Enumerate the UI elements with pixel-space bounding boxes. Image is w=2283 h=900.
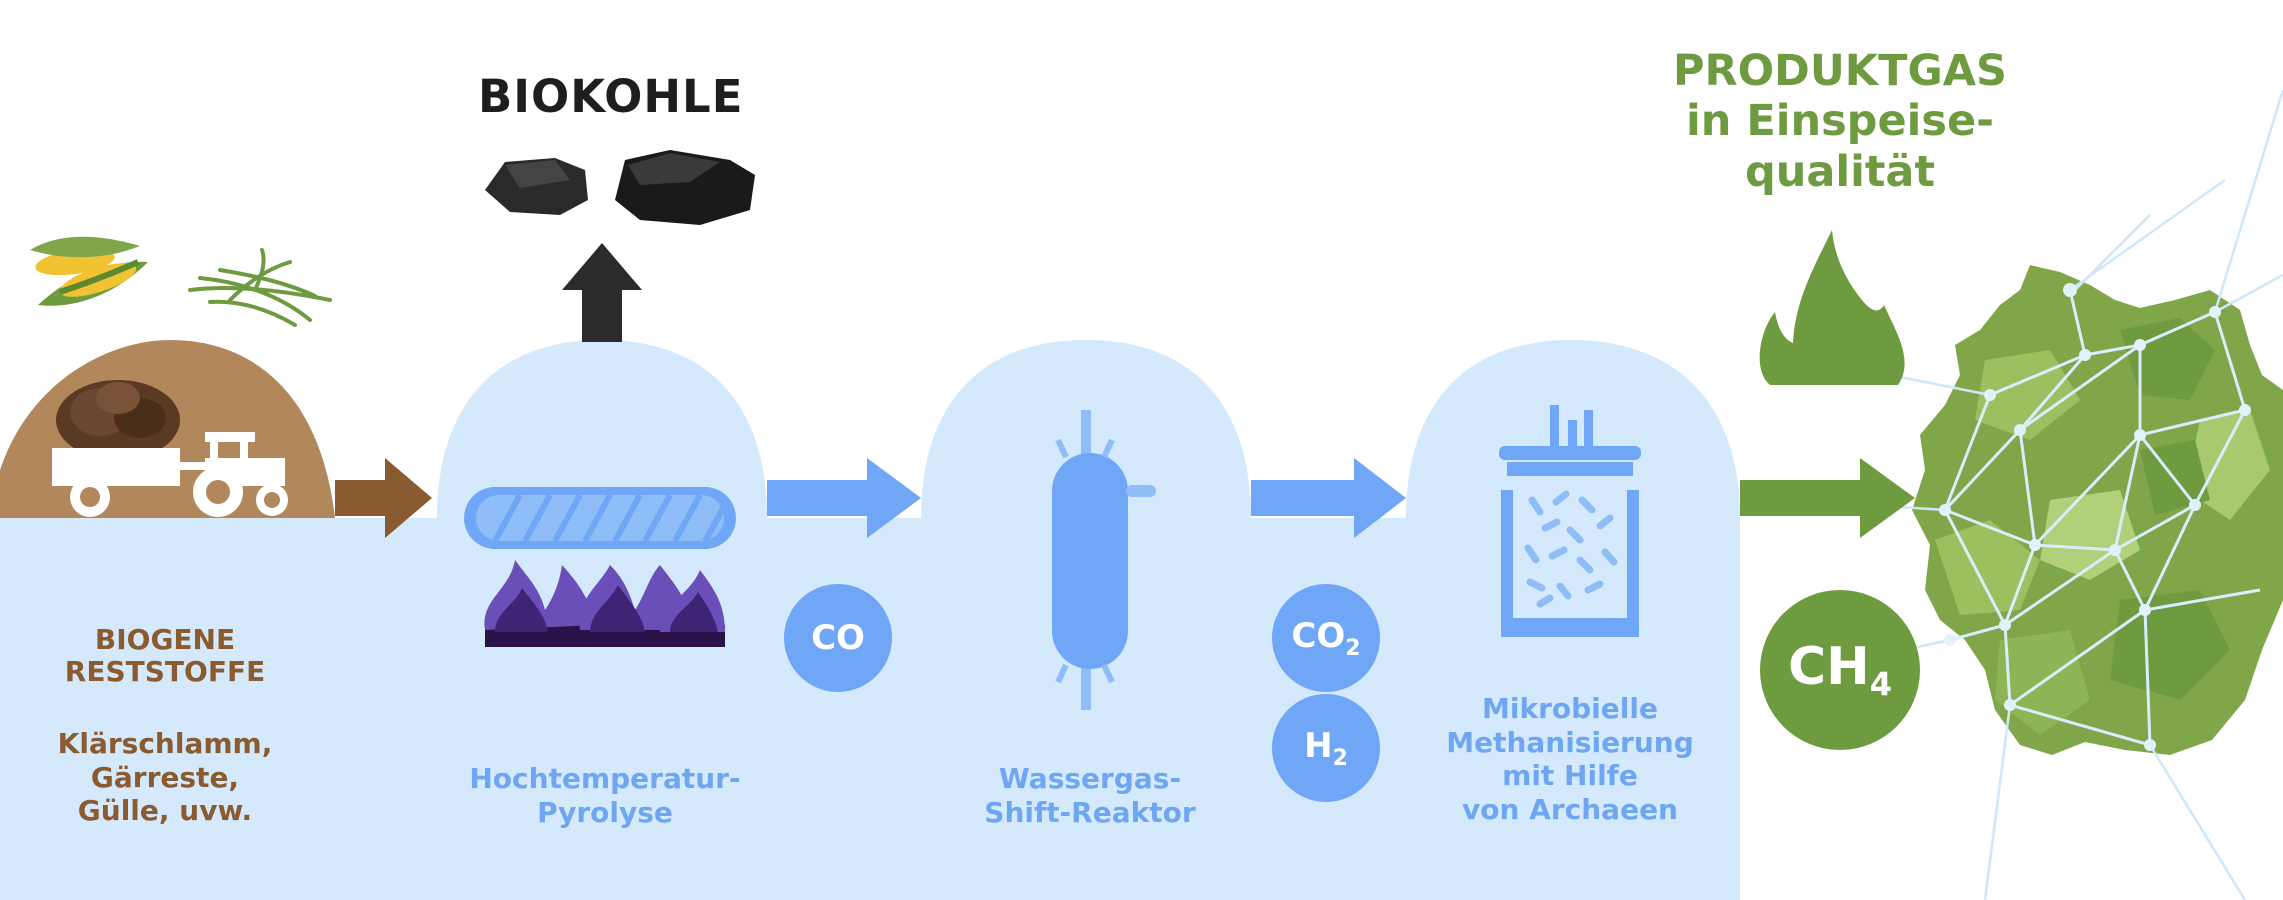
co2-bubble: CO2: [1272, 584, 1380, 692]
feedstock-title: BIOGENE RESTSTOFFE: [20, 623, 310, 689]
ch4-label: CH4: [1788, 637, 1892, 703]
feedstock-example-line-2: Gärreste,: [90, 760, 240, 794]
h2-subscript: 2: [1332, 745, 1348, 771]
pyrolysis-dome: [437, 340, 767, 518]
shift-reactor-label: Wassergas- Shift-Reaktor: [930, 762, 1250, 829]
feedstock-title-line-1: BIOGENE: [94, 623, 236, 656]
feedstock-example-line-3: Gülle, uvw.: [77, 794, 253, 828]
shift-reactor-label-line-1: Wassergas-: [998, 762, 1182, 795]
arrow-pyrolysis-to-shift: [767, 458, 921, 538]
green-flame-icon: [1759, 230, 1905, 385]
biochar-title: BIOKOHLE: [478, 70, 748, 123]
ch4-subscript: 4: [1869, 665, 1892, 704]
co2-subscript: 2: [1345, 635, 1361, 661]
arrow-biochar-up: [562, 243, 642, 342]
arrow-feedstock-to-pyrolysis: [335, 458, 432, 538]
pyrolysis-label-line-2: Pyrolyse: [537, 795, 673, 829]
methanation-label-line-1: Mikrobielle: [1482, 692, 1658, 725]
co-label: CO: [811, 618, 865, 658]
biochar-title-text: BIOKOHLE: [478, 70, 744, 123]
shift-reactor-label-line-2: Shift-Reaktor: [984, 795, 1196, 829]
h2-base: H: [1304, 725, 1333, 766]
feedstock-title-line-2: RESTSTOFFE: [64, 655, 266, 689]
methanation-label-line-3: mit Hilfe: [1502, 759, 1638, 793]
ch4-base: CH: [1788, 636, 1870, 697]
co-bubble: CO: [784, 584, 892, 692]
methanation-label-line-2: Methanisierung: [1446, 725, 1694, 759]
tractor-icon: [52, 432, 288, 517]
bioreactor-archaea-icon: [1499, 405, 1641, 637]
h2-label: H2: [1304, 726, 1348, 771]
ch4-bubble: CH4: [1760, 590, 1920, 750]
methanation-label-line-4: von Archaeen: [1462, 792, 1678, 826]
feedstock-example-line-1: Klärschlamm,: [57, 727, 273, 760]
corn-icon: [30, 236, 148, 306]
h2-bubble: H2: [1272, 694, 1380, 802]
co2-base: CO: [1291, 615, 1346, 656]
arrow-shift-to-methanation: [1251, 458, 1406, 538]
process-panel-background: [0, 518, 1740, 900]
product-gas-line-1: PRODUKTGAS: [1673, 46, 2007, 96]
shift-reactor-vessel-icon: [1052, 410, 1156, 710]
product-gas-line-2: in Einspeise-: [1686, 96, 1994, 147]
arrow-methanation-to-product: [1740, 458, 1915, 538]
pyrolysis-label-line-1: Hochtemperatur-: [469, 762, 741, 795]
coal-lumps-icon: [485, 150, 755, 225]
screw-conveyor-icon: [464, 487, 736, 549]
flames-icon: [484, 560, 725, 647]
grass-icon: [188, 248, 332, 327]
manure-heap-icon: [56, 380, 180, 460]
product-gas-line-3: qualität: [1744, 146, 1935, 197]
co2-label: CO2: [1291, 616, 1360, 661]
product-gas-label: PRODUKTGAS in Einspeise- qualität: [1590, 46, 2090, 197]
feedstock-examples: Klärschlamm, Gärreste, Gülle, uvw.: [20, 727, 310, 828]
methanation-label: Mikrobielle Methanisierung mit Hilfe von…: [1410, 692, 1730, 826]
pyrolysis-label: Hochtemperatur- Pyrolyse: [440, 762, 770, 829]
